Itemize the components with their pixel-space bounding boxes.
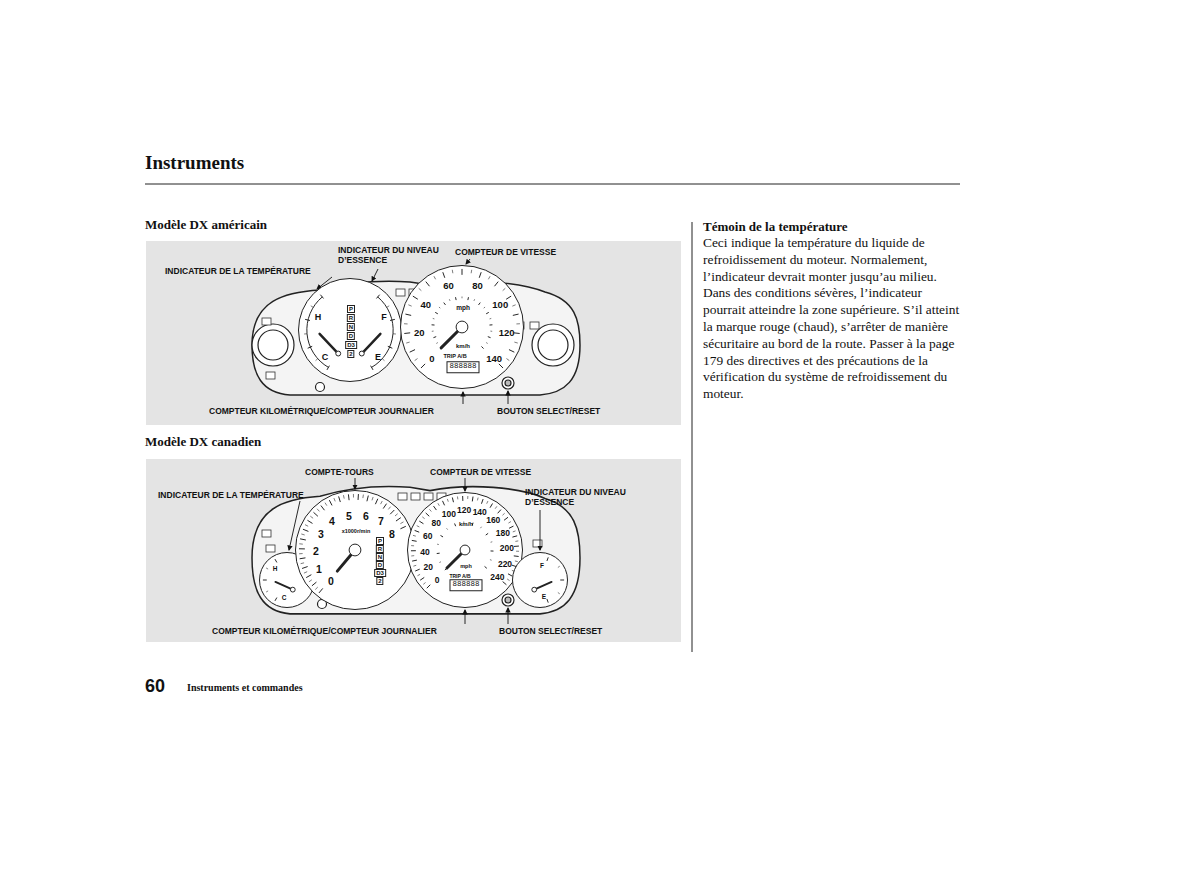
- dial-number: 8: [389, 529, 395, 540]
- dial-number: mph: [456, 305, 470, 312]
- gauge-dial: FE: [512, 552, 568, 608]
- callout-label: INDICATEUR DU NIVEAU D’ESSENCE: [525, 487, 650, 507]
- dial-number: C: [282, 595, 287, 602]
- callout-label: COMPTEUR DE VITESSE: [430, 467, 531, 477]
- dial-number: 120: [499, 328, 515, 338]
- column-rule: [692, 222, 693, 652]
- dial-number: 100: [492, 300, 508, 310]
- gear-letter: N: [376, 553, 384, 561]
- dial-number: 180: [496, 529, 510, 538]
- gauge-face: [513, 553, 567, 607]
- callout-label: COMPTEUR KILOMÉTRIQUE/COMPTEUR JOURNALIE…: [212, 626, 437, 636]
- dial-number: 160: [486, 516, 500, 525]
- title-rule: [145, 184, 960, 185]
- dial-number: 220: [498, 559, 512, 568]
- dial-number: 20: [414, 328, 425, 338]
- leader-line: [289, 259, 540, 624]
- dial-number: mph: [460, 564, 472, 570]
- gauge-dial: 012345678x1000r/minPRNDD32: [295, 490, 415, 610]
- dial-number: 40: [420, 300, 431, 310]
- dial-number: 60: [423, 532, 432, 541]
- gear-letter: D: [376, 561, 384, 569]
- panel-ground: [146, 241, 681, 425]
- callout-label: INDICATEUR DE LA TEMPÉRATURE: [158, 490, 304, 500]
- gear-letter: D3: [345, 341, 357, 349]
- panel-ground: [146, 459, 681, 642]
- gauge-dial: 0 20 40 60 80 100 120 140 mph km/hTRIP A/B888888: [400, 265, 524, 389]
- dial-number: 20: [424, 563, 433, 572]
- dial-number: 7: [378, 516, 384, 527]
- dial-number: 3: [318, 529, 324, 540]
- dial-number: 200: [500, 544, 514, 553]
- dial-number: km/h: [459, 521, 473, 527]
- dial-number: 4: [329, 516, 335, 527]
- section-heading: Témoin de la température: [703, 219, 848, 235]
- callout-label: BOUTON SELECT/RESET: [497, 406, 600, 416]
- gear-letter: P: [347, 305, 355, 313]
- dial-number: 0: [429, 354, 434, 364]
- dial-number: H: [315, 313, 322, 322]
- dial-number: 240: [490, 573, 504, 582]
- callout-label: COMPTE-TOURS: [305, 467, 374, 477]
- gear-letter: D: [347, 332, 355, 340]
- gear-letter: 2: [347, 350, 354, 358]
- odometer-digits: 888888: [446, 361, 479, 373]
- dial-number: 120: [457, 506, 471, 515]
- dial-number: 80: [472, 282, 483, 292]
- panel-heading: Modèle DX canadien: [145, 434, 261, 450]
- dial-number: 140: [473, 508, 487, 517]
- gear-letter: 2: [376, 577, 383, 585]
- dial-number: C: [322, 353, 329, 362]
- dial-number: E: [542, 594, 546, 601]
- dial-number: 80: [431, 519, 440, 528]
- page-number: 60: [145, 676, 165, 696]
- dial-number: F: [381, 313, 387, 322]
- dial-number: TRIP A/B: [443, 354, 466, 360]
- footer-text: Instruments et commandes: [187, 682, 303, 694]
- panel-heading: Modèle DX américain: [145, 217, 267, 233]
- gauge-dial: 020 40 60 80100120140160 180 200 220 240 km/h mph…: [407, 492, 523, 608]
- dial-number: 40: [420, 547, 429, 556]
- dial-number: 140: [486, 354, 502, 364]
- dial-number: 0: [328, 576, 334, 587]
- odometer-digits: 888888: [449, 579, 482, 591]
- callout-label: INDICATEUR DE LA TEMPÉRATURE: [165, 266, 311, 276]
- callout-label: COMPTEUR KILOMÉTRIQUE/COMPTEUR JOURNALIE…: [209, 406, 434, 416]
- dial-number: x1000r/min: [342, 529, 371, 535]
- gear-letter: N: [347, 323, 355, 331]
- dial-number: 60: [443, 282, 454, 292]
- dial-number: 100: [442, 509, 456, 518]
- dial-number: 5: [346, 511, 352, 522]
- callout-label: INDICATEUR DU NIVEAU D’ESSENCE: [338, 245, 448, 265]
- gear-letter: P: [376, 537, 384, 545]
- dial-number: km/h: [456, 343, 470, 349]
- dial-number: 6: [363, 511, 369, 522]
- page-title: Instruments: [145, 152, 244, 174]
- gear-letter: D3: [374, 569, 386, 577]
- dial-number: 1: [316, 564, 322, 575]
- dial-number: F: [540, 563, 544, 570]
- dial-number: 2: [313, 546, 319, 557]
- body-text: Ceci indique la température du liquide d…: [703, 235, 967, 403]
- gear-letter: R: [376, 545, 384, 553]
- dial-number: TRIP A/B: [449, 574, 470, 579]
- dial-number: 0: [435, 576, 440, 585]
- dial-number: H: [273, 566, 278, 573]
- callout-label: COMPTEUR DE VITESSE: [455, 247, 556, 257]
- callout-label: BOUTON SELECT/RESET: [499, 626, 602, 636]
- gauge-dial: H C F E PRNDD32: [298, 278, 402, 382]
- model-panel: Modèle DX canadienHC012345678x1000r/minP…: [145, 434, 681, 644]
- dial-number: E: [375, 353, 381, 362]
- gear-letter: R: [347, 314, 355, 322]
